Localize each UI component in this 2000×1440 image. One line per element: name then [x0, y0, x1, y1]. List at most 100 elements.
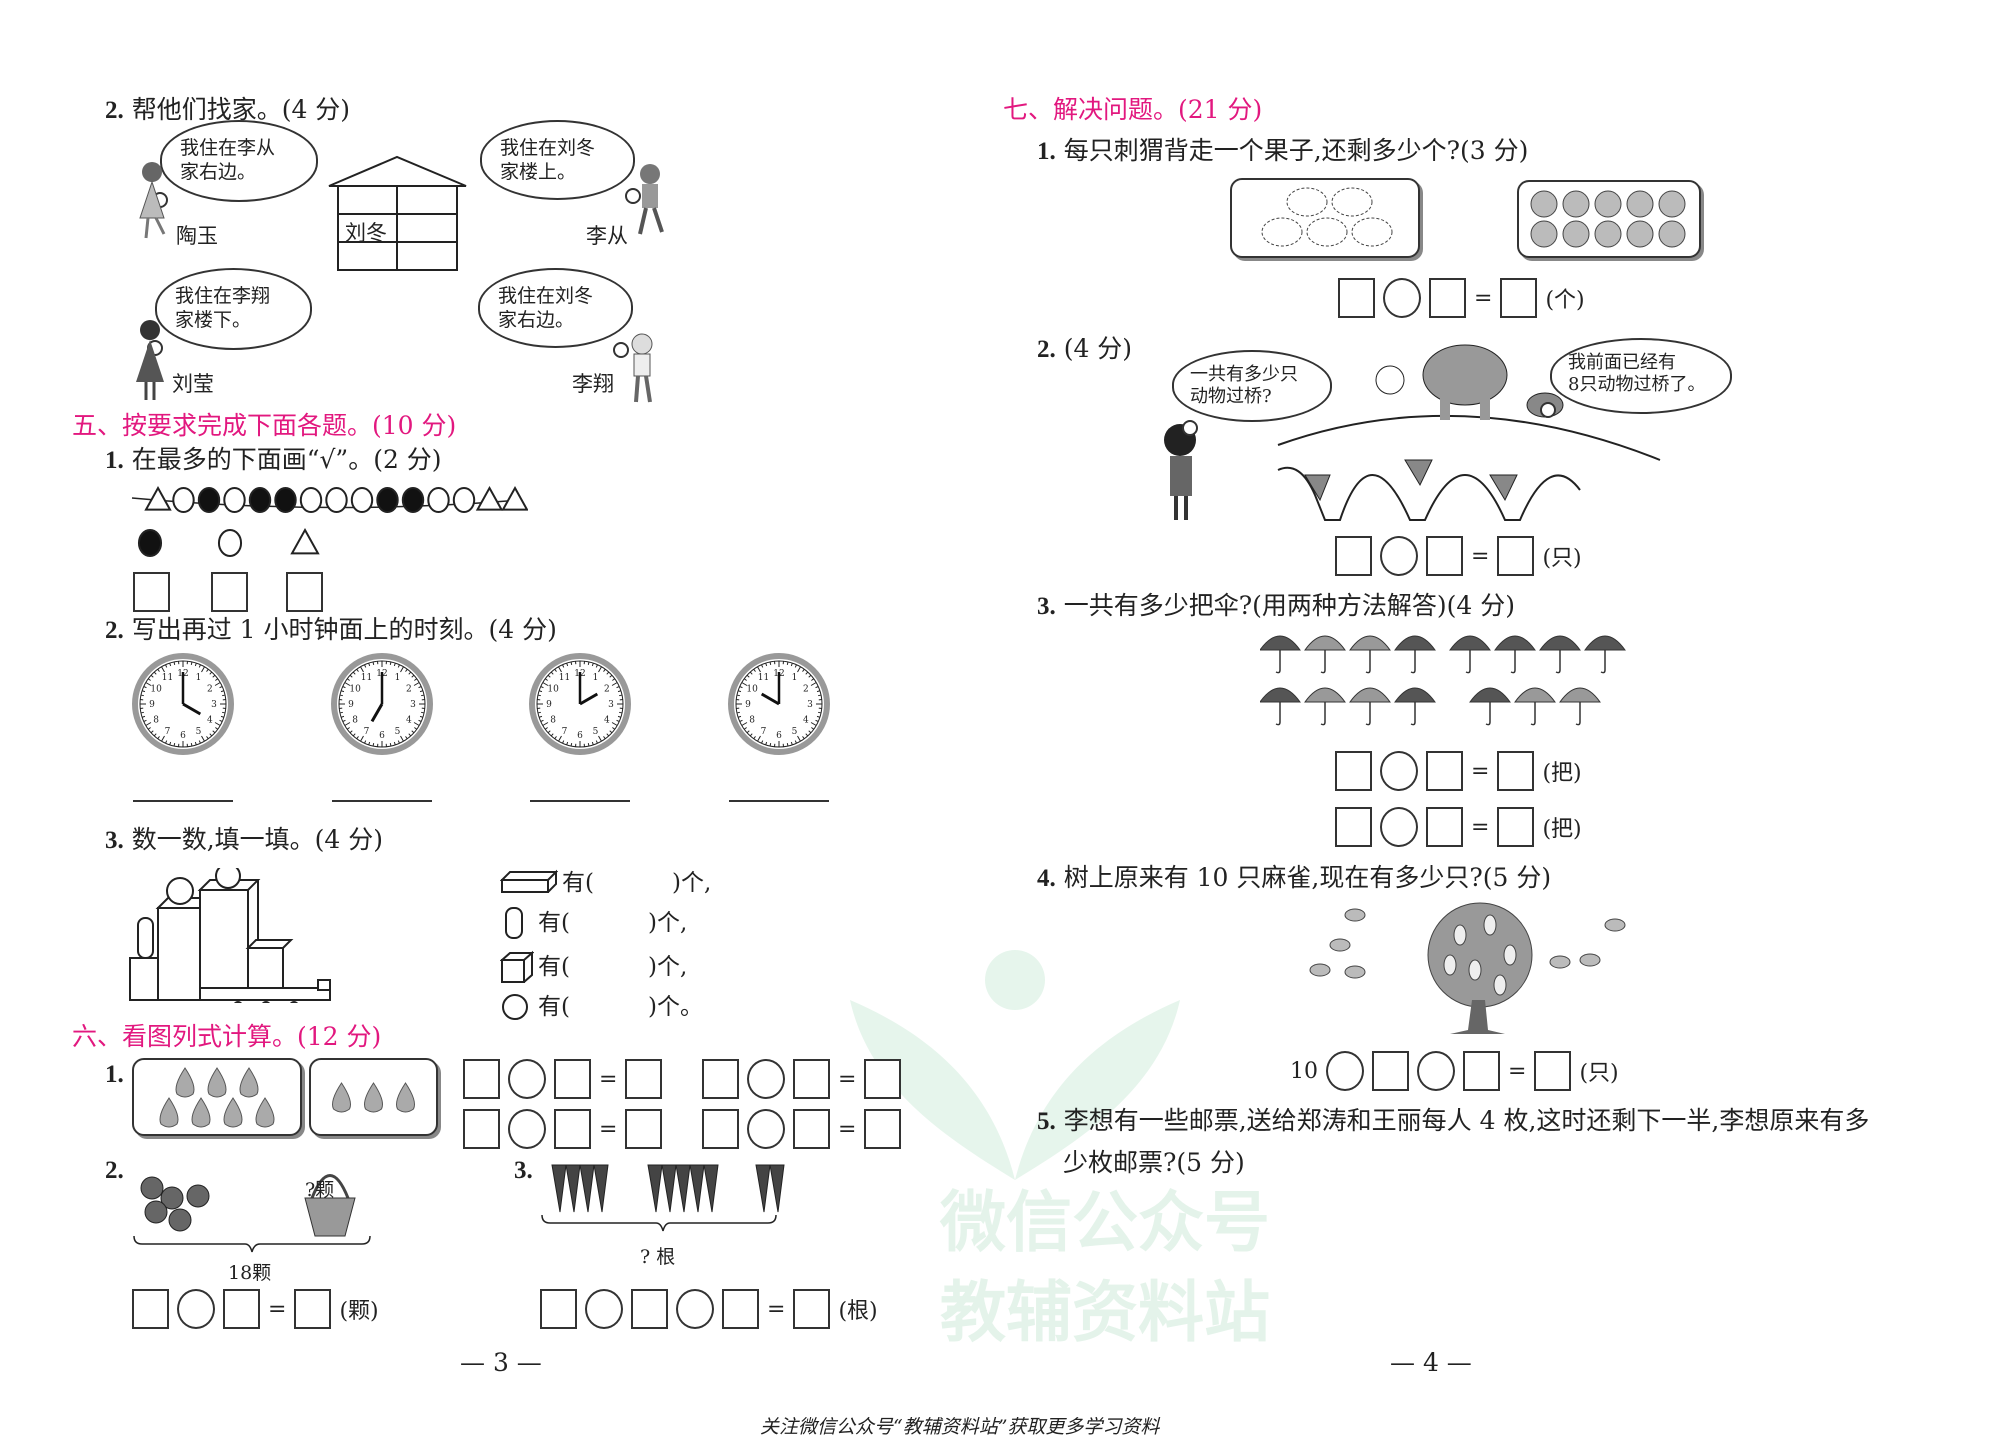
answer-box[interactable] [1335, 536, 1372, 576]
answer-box[interactable] [1338, 278, 1375, 318]
umbrella-icon [1449, 635, 1491, 651]
check-answer-box[interactable] [211, 572, 248, 612]
time-answer-line[interactable] [133, 800, 233, 802]
cylinder-icon [505, 907, 523, 939]
carrot-icon [755, 1164, 771, 1213]
answer-box[interactable] [793, 1109, 830, 1149]
equation-text: (颗) [339, 1299, 379, 1324]
check-answer-box[interactable] [133, 572, 170, 612]
hour-hand [760, 692, 780, 706]
hedgehog-icon [1331, 187, 1373, 217]
clock-numeral: 3 [410, 700, 416, 710]
name-liuying: 刘莹 [172, 372, 214, 396]
time-answer-line[interactable] [729, 800, 829, 802]
time-answer-line[interactable] [332, 800, 432, 802]
clock-numeral: 6 [776, 731, 782, 741]
clock-numeral: 6 [180, 731, 186, 741]
operator-circle[interactable] [1380, 536, 1418, 576]
clock-numeral: 2 [406, 685, 412, 695]
umbrella-handle [1510, 650, 1516, 674]
hedgehog-icon [1306, 217, 1348, 247]
pear-icon [207, 1067, 227, 1098]
clock-numeral: 8 [352, 716, 358, 726]
question-umbrellas: 3. 一共有多少把伞?(用两种方法解答)(4 分) [1037, 591, 1515, 620]
answer-box[interactable] [702, 1059, 739, 1099]
answer-box[interactable] [554, 1059, 591, 1099]
speech-bubble-licong: 我住在刘冬 家楼上。 [480, 120, 641, 204]
clock-numeral: 9 [348, 700, 354, 710]
answer-box[interactable] [1429, 278, 1466, 318]
answer-box[interactable] [722, 1289, 759, 1329]
answer-box[interactable] [702, 1109, 739, 1149]
clock-numeral: 4 [406, 716, 412, 726]
clock-numeral: 8 [153, 716, 159, 726]
answer-box[interactable] [1534, 1051, 1572, 1091]
umbrella-handle [1275, 702, 1281, 726]
count-prefix: 有( [562, 869, 594, 896]
operator-circle[interactable] [1417, 1051, 1455, 1091]
check-answer-box[interactable] [286, 572, 323, 612]
clock-numeral: 1 [792, 673, 798, 683]
answer-box[interactable] [463, 1059, 500, 1099]
answer-box[interactable] [1372, 1051, 1409, 1091]
operator-circle[interactable] [1380, 751, 1418, 791]
operator-circle[interactable] [585, 1289, 623, 1329]
name-lixiang: 李翔 [572, 372, 614, 396]
operator-circle[interactable] [508, 1059, 546, 1099]
carrot-icon [675, 1164, 691, 1213]
operator-circle[interactable] [1380, 807, 1418, 847]
question-find-home: 2. 帮他们找家。(4 分) [105, 95, 351, 124]
bead-triangle [501, 485, 528, 511]
answer-box[interactable] [1426, 751, 1463, 791]
count-prefix: 有( [538, 993, 570, 1020]
operator-circle[interactable] [747, 1109, 785, 1149]
time-answer-line[interactable] [530, 800, 630, 802]
operator-circle[interactable] [676, 1289, 714, 1329]
bead-circle [299, 487, 323, 513]
answer-box[interactable] [223, 1289, 260, 1329]
answer-box[interactable] [625, 1059, 663, 1099]
answer-box[interactable] [540, 1289, 577, 1329]
answer-box[interactable] [1497, 536, 1535, 576]
answer-box[interactable] [793, 1289, 831, 1329]
carrot-icon [661, 1164, 677, 1213]
operator-circle[interactable] [747, 1059, 785, 1099]
umbrella-icon [1469, 687, 1511, 703]
answer-box[interactable] [1497, 807, 1535, 847]
q6-1-number: 1. [105, 1061, 124, 1088]
clock-numeral: 2 [207, 685, 213, 695]
answer-box[interactable] [1426, 536, 1463, 576]
answer-box[interactable] [554, 1109, 591, 1149]
operator-circle[interactable] [177, 1289, 215, 1329]
clock-numeral: 7 [761, 727, 767, 737]
umbrella-icon [1260, 635, 1301, 651]
question-draw-check: 1. 在最多的下面画“√”。(2 分) [105, 445, 442, 474]
clock-numeral: 5 [792, 727, 798, 737]
answer-box[interactable] [1335, 751, 1372, 791]
speech-bubble-dog: 我前面已经有 8只动物过桥了。 [1540, 338, 1732, 418]
answer-box[interactable] [1463, 1051, 1500, 1091]
answer-box[interactable] [1500, 278, 1538, 318]
answer-box[interactable] [294, 1289, 332, 1329]
answer-box[interactable] [864, 1059, 902, 1099]
answer-box[interactable] [793, 1059, 830, 1099]
operator-circle[interactable] [508, 1109, 546, 1149]
answer-box[interactable] [463, 1109, 500, 1149]
answer-box[interactable] [631, 1289, 668, 1329]
operator-circle[interactable] [1383, 278, 1421, 318]
apple-icon [1658, 220, 1686, 248]
answer-box[interactable] [132, 1289, 169, 1329]
answer-box[interactable] [1335, 807, 1372, 847]
answer-box[interactable] [1426, 807, 1463, 847]
bridge-animals-figure [1164, 344, 1661, 521]
operator-circle[interactable] [1326, 1051, 1364, 1091]
question-hedgehogs: 1. 每只刺猬背走一个果子,还剩多少个?(3 分) [1037, 136, 1529, 165]
answer-box[interactable] [625, 1109, 663, 1149]
clock-numeral: 10 [746, 685, 758, 695]
answer-box[interactable] [1497, 751, 1535, 791]
clock-numeral: 9 [546, 700, 552, 710]
apple-icon [1626, 220, 1654, 248]
umbrella-handle [1320, 650, 1326, 674]
bead-filled-circle [274, 487, 297, 513]
answer-box[interactable] [864, 1109, 902, 1149]
